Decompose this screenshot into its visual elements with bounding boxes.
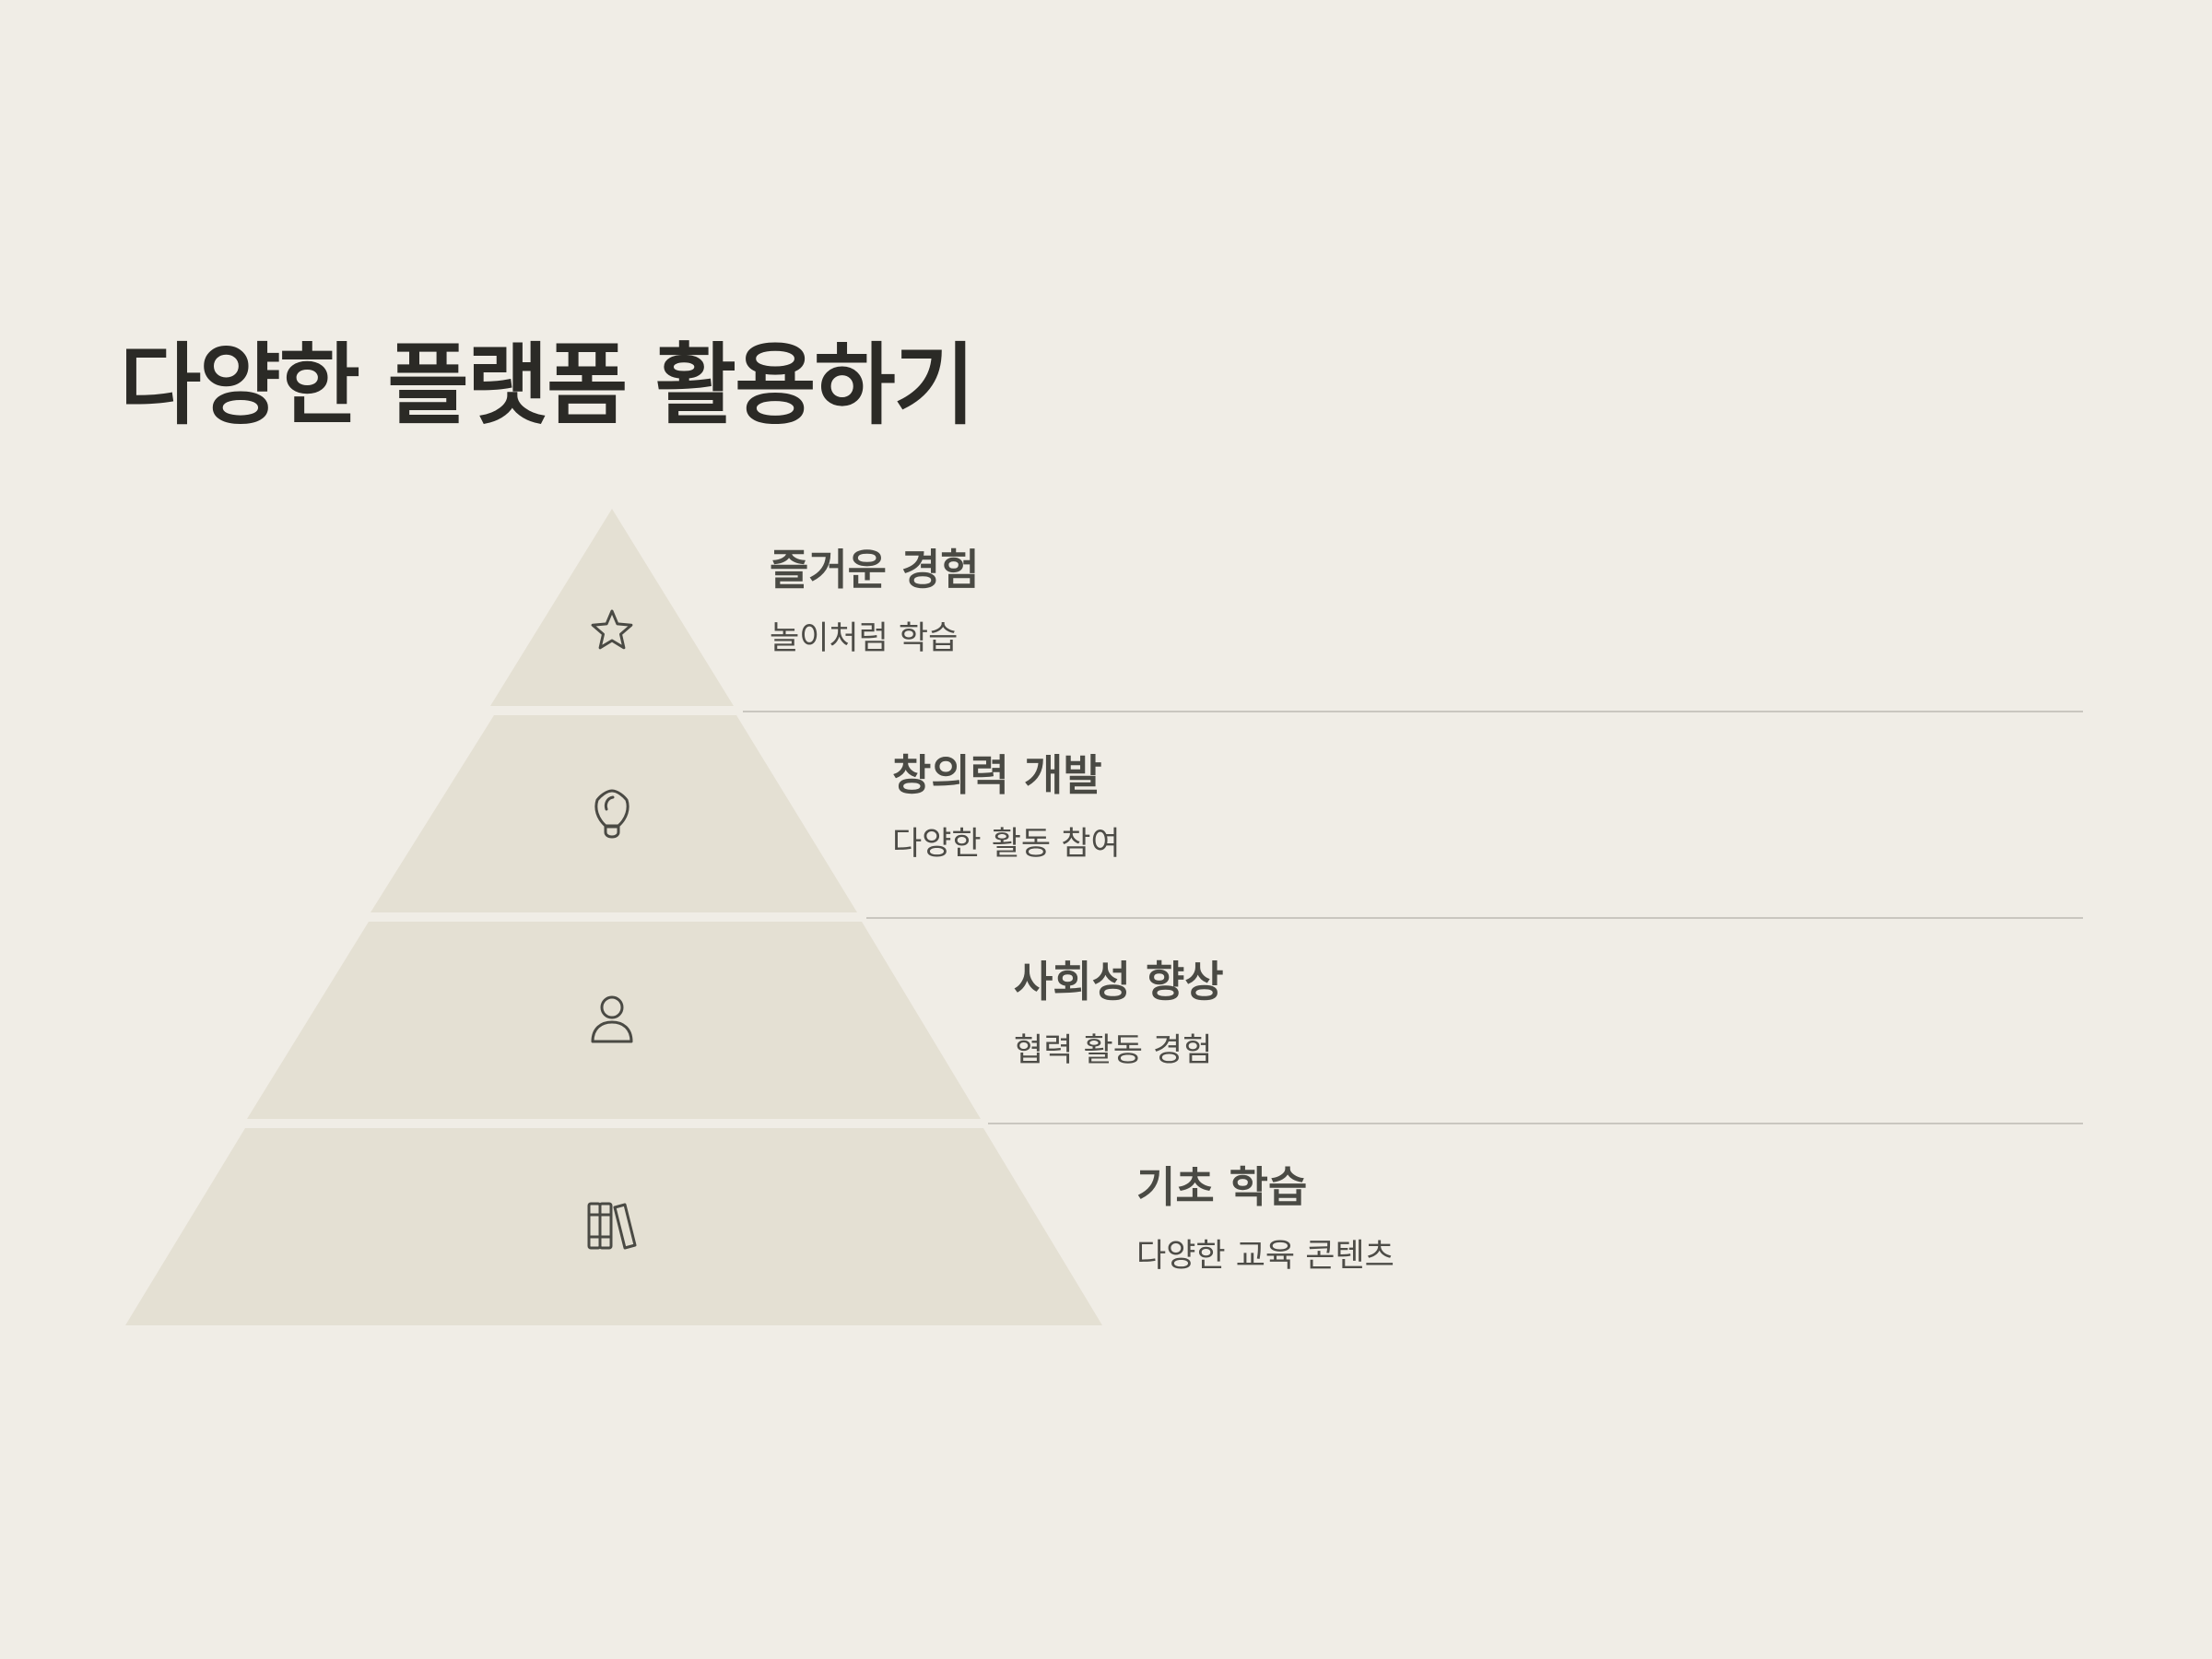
lightbulb-icon: [594, 789, 629, 839]
level-3-heading: 사회성 향상: [1014, 957, 1224, 1006]
level-4-label: 기초 학습 다양한 교육 콘텐츠: [1136, 1161, 1394, 1277]
person-icon: [591, 995, 633, 1043]
page-title: 다양한 플랫폼 활용하기: [120, 334, 975, 437]
level-2-heading: 창의력 개발: [892, 750, 1102, 800]
level-3-label: 사회성 향상 협력 활동 경험: [1014, 956, 1224, 1072]
level-1-label: 즐거운 경험 놀이처럼 학습: [770, 544, 980, 660]
books-icon: [587, 1202, 637, 1250]
pyramid-level-3: [247, 922, 981, 1119]
level-3-description: 협력 활동 경험: [1014, 1032, 1213, 1069]
level-4-description: 다양한 교육 콘텐츠: [1136, 1238, 1394, 1275]
pyramid-level-2: [371, 715, 857, 912]
pyramid-level-1: [490, 509, 734, 706]
level-1-heading: 즐거운 경험: [770, 545, 980, 594]
level-1-description: 놀이처럼 학습: [770, 620, 959, 657]
level-2-label: 창의력 개발 다양한 활동 참여: [892, 749, 1121, 865]
pyramid-level-4: [125, 1128, 1102, 1325]
level-2-description: 다양한 활동 참여: [892, 826, 1121, 863]
level-4-heading: 기초 학습: [1136, 1162, 1308, 1212]
star-icon: [591, 609, 633, 650]
